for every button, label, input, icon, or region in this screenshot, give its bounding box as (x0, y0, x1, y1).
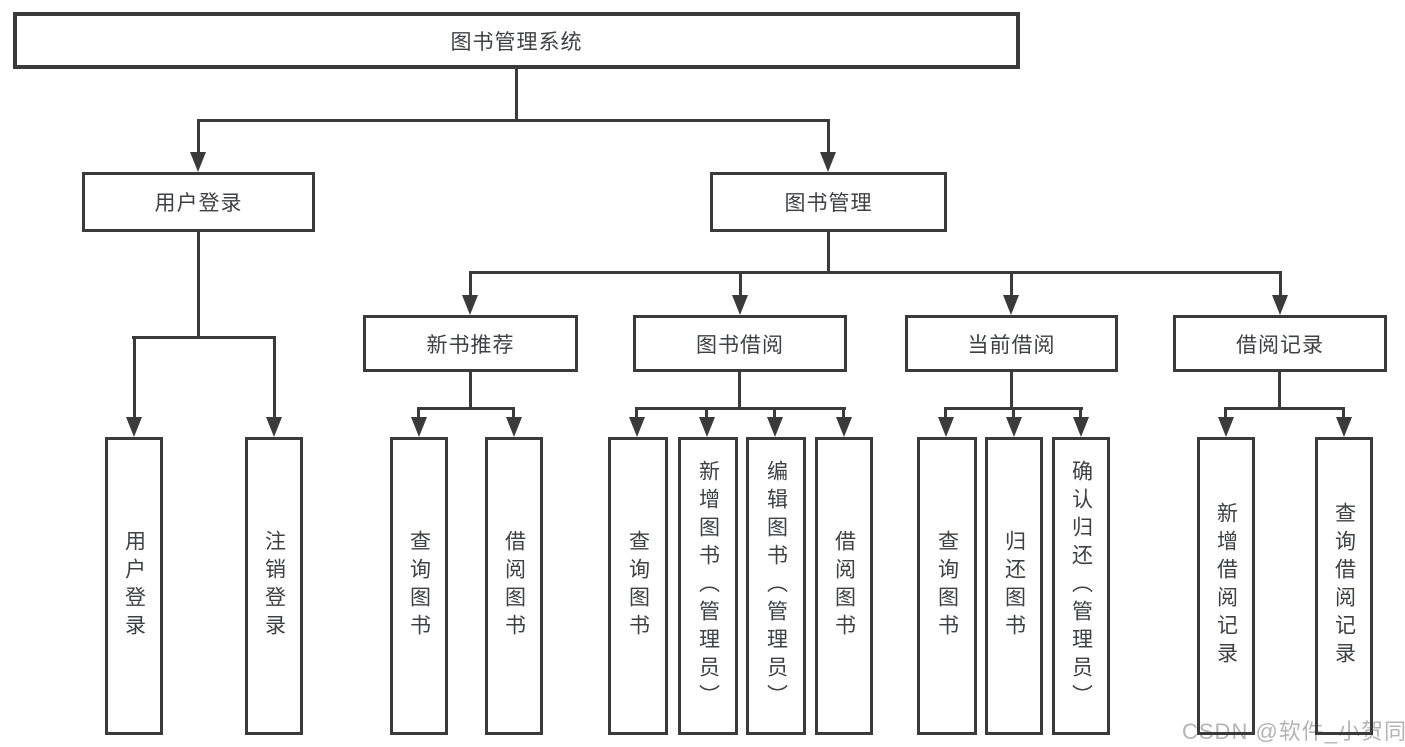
leaf-query-books: 查询图书 (390, 437, 448, 735)
leaf-borrow-books: 借阅图书 (485, 437, 543, 735)
connector-drop-new-book (469, 271, 472, 299)
connector-drop-book-borrow (739, 271, 742, 299)
leaf-label: 查询图书 (407, 530, 431, 642)
leaf-borrow-books: 借阅图书 (815, 437, 873, 735)
connector-drop (512, 407, 515, 421)
connector-borrow-records-bar (1224, 407, 1345, 410)
connector-new-book-bar (418, 407, 515, 410)
leaf-label: 借阅图书 (502, 530, 526, 642)
connector-drop (944, 407, 947, 421)
arrowhead-down-icon (1218, 417, 1234, 437)
node-book-management-label: 图书管理 (784, 192, 873, 215)
leaf-label: 注销登录 (262, 530, 286, 642)
watermark-text: CSDN @软件_小贺同学 (1182, 719, 1405, 744)
node-new-book-recommend: 新书推荐 (363, 315, 578, 372)
node-library-system: 图书管理系统 (13, 12, 1020, 69)
arrowhead-down-icon (732, 295, 748, 315)
node-current-borrow: 当前借阅 (905, 315, 1118, 372)
node-current-borrow-label: 当前借阅 (967, 333, 1056, 357)
node-book-borrow: 图书借阅 (633, 315, 847, 372)
connector-drop (773, 407, 776, 421)
leaf-label: 查询图书 (626, 530, 650, 642)
arrowhead-down-icon (1006, 417, 1022, 437)
leaf-label: 用户登录 (122, 530, 146, 642)
leaf-label: 编辑图书（管理员） (764, 460, 788, 712)
connector-drop-borrow-records (1279, 271, 1282, 299)
leaf-query-books: 查询图书 (917, 437, 977, 735)
leaf-add-borrow-record: 新增借阅记录 (1197, 437, 1255, 735)
connector-user-login-bar (132, 336, 276, 339)
connector-new-book-stem (469, 372, 472, 410)
connector-user-login-stem (197, 232, 200, 339)
leaf-query-books: 查询图书 (608, 437, 668, 735)
arrowhead-down-icon (266, 417, 282, 437)
arrowhead-down-icon (836, 417, 852, 437)
connector-current-borrow-stem (1010, 372, 1013, 410)
connector-drop (417, 407, 420, 421)
arrowhead-down-icon (1003, 295, 1019, 315)
arrowhead-down-icon (699, 417, 715, 437)
connector-book-borrow-stem (738, 372, 741, 410)
leaf-return-books: 归还图书 (985, 437, 1043, 735)
connector-drop (1012, 407, 1015, 421)
node-borrow-records: 借阅记录 (1173, 315, 1387, 372)
connector-borrow-records-stem (1278, 372, 1281, 410)
connector-drop (842, 407, 845, 421)
arrowhead-down-icon (938, 417, 954, 437)
leaf-label: 确认归还（管理员） (1069, 460, 1093, 712)
connector-book-management-stem (827, 232, 830, 274)
node-user-login-label: 用户登录 (154, 192, 243, 215)
leaf-confirm-return-admin: 确认归还（管理员） (1052, 437, 1110, 735)
arrowhead-down-icon (462, 295, 478, 315)
leaf-query-borrow-record: 查询借阅记录 (1315, 437, 1373, 735)
arrowhead-down-icon (1336, 417, 1352, 437)
arrowhead-down-icon (629, 417, 645, 437)
connector-drop (1342, 407, 1345, 421)
leaf-label: 新增图书（管理员） (696, 460, 720, 712)
connector-drop-leaf-user-login (133, 336, 136, 420)
node-book-borrow-label: 图书借阅 (696, 333, 784, 357)
connector-root-stem (515, 69, 518, 121)
arrowhead-down-icon (190, 152, 206, 172)
connector-drop (1224, 407, 1227, 421)
leaf-label: 归还图书 (1002, 530, 1026, 642)
leaf-user-login: 用户登录 (105, 437, 163, 735)
connector-book-borrow-bar (635, 407, 846, 410)
connector-drop-book-management (827, 119, 830, 155)
leaf-label: 查询借阅记录 (1332, 502, 1356, 670)
arrowhead-down-icon (1272, 295, 1288, 315)
node-user-login: 用户登录 (82, 172, 315, 232)
connector-drop-leaf-logout (273, 336, 276, 420)
arrowhead-down-icon (126, 417, 142, 437)
connector-drop (635, 407, 638, 421)
node-book-management: 图书管理 (710, 172, 947, 232)
arrowhead-down-icon (411, 417, 427, 437)
connector-drop (705, 407, 708, 421)
arrowhead-down-icon (767, 417, 783, 437)
node-new-book-recommend-label: 新书推荐 (426, 333, 515, 357)
connector-book-management-bar (469, 271, 1282, 274)
node-library-system-label: 图书管理系统 (450, 30, 583, 54)
connector-drop-current-borrow (1010, 271, 1013, 299)
arrowhead-down-icon (1073, 417, 1089, 437)
leaf-logout: 注销登录 (245, 437, 303, 735)
arrowhead-down-icon (820, 152, 836, 172)
leaf-label: 借阅图书 (832, 530, 856, 642)
connector-drop (1079, 407, 1082, 421)
leaf-label: 新增借阅记录 (1214, 502, 1238, 670)
connector-drop-user-login (197, 119, 200, 155)
node-borrow-records-label: 借阅记录 (1236, 333, 1324, 357)
connector-root-bar (197, 119, 830, 122)
leaf-label: 查询图书 (935, 530, 959, 642)
leaf-edit-books-admin: 编辑图书（管理员） (746, 437, 806, 735)
arrowhead-down-icon (506, 417, 522, 437)
leaf-add-books-admin: 新增图书（管理员） (678, 437, 738, 735)
